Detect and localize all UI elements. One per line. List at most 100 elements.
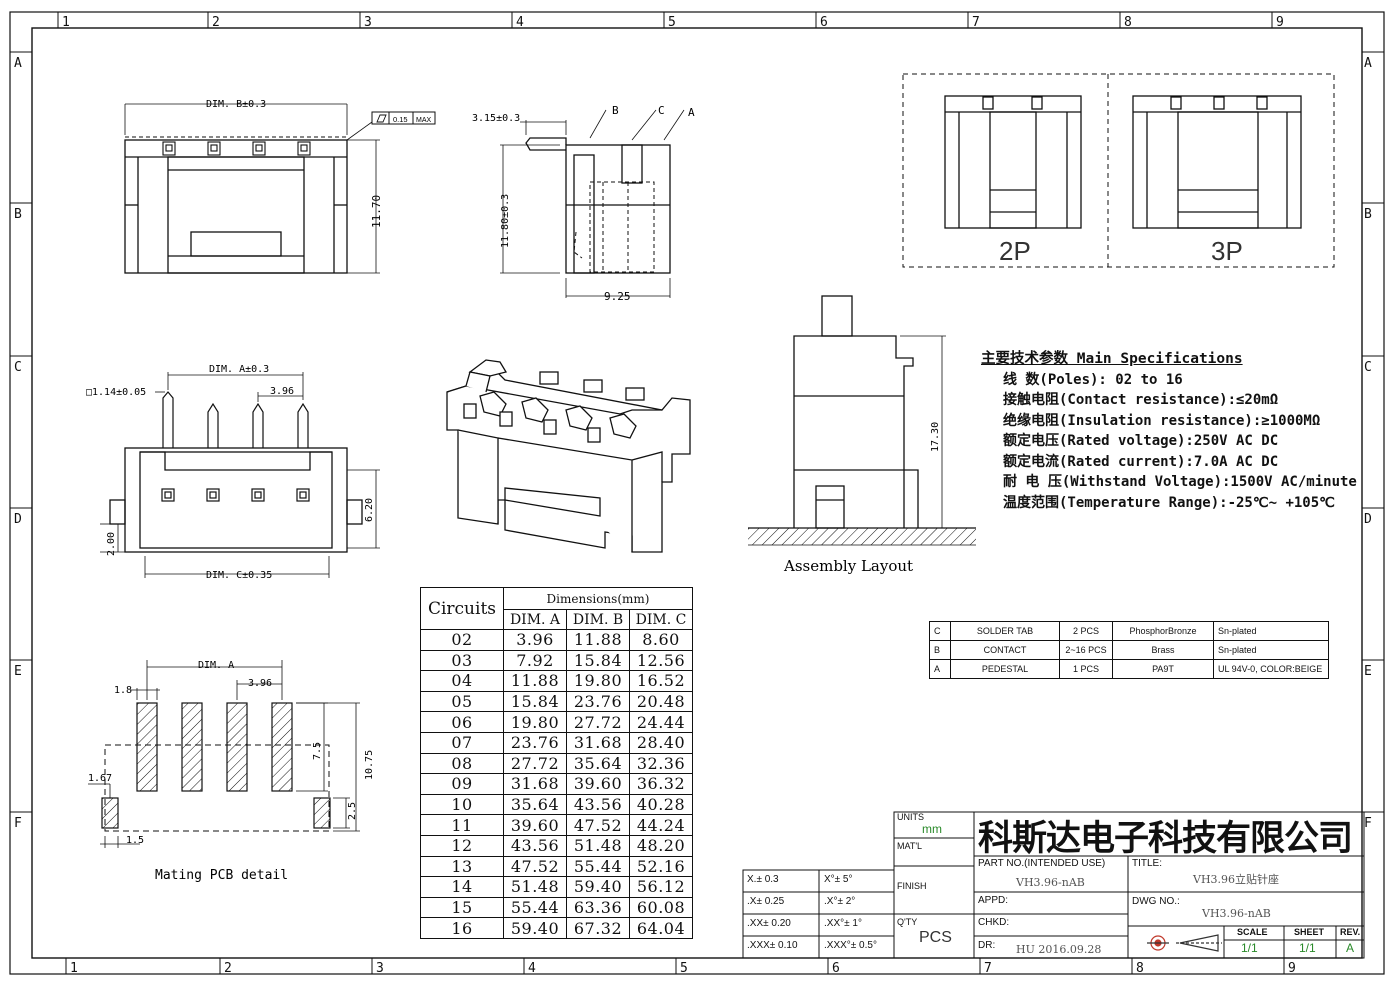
pcb-pitch: 3.96 (248, 678, 272, 689)
frame-top-number: 1 (62, 15, 70, 30)
spec-item: 额定电流(Rated current):7.0A AC DC (1003, 453, 1279, 470)
drawn-value: HU 2016.09.28 (1016, 943, 1102, 956)
frame-side-letter: D (14, 512, 22, 527)
circuit-count: 16 (420, 917, 504, 939)
bom-cell: PA9T (1112, 659, 1214, 679)
dim-value: 35.64 (566, 752, 630, 775)
flatness-value: 0.15 (393, 115, 408, 124)
bom-cell: Sn-plated (1213, 621, 1329, 641)
front-dim-a: DIM. A±0.3 (209, 364, 269, 375)
pcb-h1: 7.5 (312, 742, 323, 760)
tolerance-value: .X°± 2° (824, 896, 856, 907)
bom-cell: PhosphorBronze (1112, 621, 1214, 641)
frame-top-number: 5 (668, 15, 676, 30)
dim-value: 63.36 (566, 896, 630, 919)
rev-label: REV. (1340, 927, 1361, 937)
dim-value: 19.80 (503, 711, 567, 733)
dim-value: 32.36 (629, 752, 693, 775)
dim-value: 31.68 (566, 731, 630, 754)
part-no-label: PART NO.(INTENDED USE) (978, 858, 1106, 869)
frame-side-letter: C (14, 360, 22, 375)
bom-cell: CONTACT (950, 640, 1060, 660)
frame-bottom-number: 6 (832, 961, 840, 976)
dim-value: 11.88 (503, 670, 567, 692)
bom-cell: 2 PCS (1059, 621, 1113, 641)
title-value: VH3.96立贴针座 (1193, 873, 1280, 886)
dim-value: 59.40 (503, 917, 567, 939)
frame-bottom-number: 2 (224, 961, 232, 976)
spec-item: 接触电阻(Contact resistance):≤20mΩ (1003, 392, 1279, 408)
dim-value: 19.80 (566, 670, 630, 692)
tolerance-value: .XX°± 1° (824, 918, 862, 929)
dim-value: 28.40 (629, 731, 693, 754)
sheet-label: SHEET (1294, 927, 1325, 937)
frame-side-letter: C (1364, 360, 1372, 375)
dim-column-header: DIM. B (566, 609, 630, 630)
frame-top-number: 3 (364, 15, 372, 30)
front-view (100, 372, 380, 578)
frame-bottom-number: 5 (680, 961, 688, 976)
rev-value: A (1346, 941, 1355, 955)
dim-value: 27.72 (503, 752, 567, 775)
front-pitch: 3.96 (270, 386, 294, 397)
dim-value: 52.16 (629, 855, 693, 878)
units-value: mm (922, 822, 942, 836)
assembly-height: 17.30 (930, 422, 941, 452)
callout-b: B (612, 104, 619, 117)
dim-value: 55.44 (566, 855, 630, 878)
frame-side-letter: B (14, 207, 22, 222)
spec-item: 额定电压(Rated voltage):250V AC DC (1003, 433, 1279, 449)
title-label: TITLE: (1132, 858, 1163, 869)
dim-value: 7.92 (503, 649, 567, 672)
sheet-frame (9, 11, 1385, 975)
dim-value: 3.96 (503, 629, 567, 651)
circuit-count: 10 (420, 793, 504, 816)
dim-value: 31.68 (503, 773, 567, 795)
part-no-value: VH3.96-nAB (1016, 876, 1085, 889)
circuit-count: 02 (420, 629, 504, 651)
dim-column-header: DIM. C (629, 609, 693, 630)
spec-item: 耐 电 压(Withstand Voltage):1500V AC/minute (1003, 474, 1357, 490)
bom-cell: SOLDER TAB (950, 621, 1060, 641)
circuit-count: 06 (420, 711, 504, 733)
dim-value: 24.44 (629, 711, 693, 733)
frame-side-letter: B (1364, 207, 1372, 222)
front-depth: 6.20 (364, 498, 375, 522)
variant-2p-label: 2P (999, 236, 1031, 266)
tolerance-value: .XXX°± 0.5° (824, 940, 877, 951)
circuit-count: 12 (420, 834, 504, 857)
frame-top-number: 4 (516, 15, 524, 30)
callout-a: A (688, 106, 695, 119)
front-dim-c: DIM. C±0.35 (206, 570, 272, 581)
variant-box (902, 73, 1335, 268)
sheet-value: 1/1 (1299, 941, 1316, 955)
dim-value: 64.04 (629, 917, 693, 939)
dim-value: 23.76 (503, 731, 567, 754)
circuit-count: 09 (420, 773, 504, 795)
assembly-view (748, 295, 976, 546)
pcb-pad-width: 1.8 (114, 685, 132, 696)
flatness-max: MAX (416, 117, 432, 124)
frame-top-number: 7 (972, 15, 980, 30)
pcb-tab-height: 2.5 (347, 802, 358, 820)
frame-top-number: 6 (820, 15, 828, 30)
frame-side-letter: F (1364, 816, 1372, 831)
bom-cell: PEDESTAL (950, 659, 1060, 679)
tolerance-value: X°± 5° (824, 874, 853, 885)
circuit-count: 15 (420, 896, 504, 919)
circuits-header: Circuits (420, 587, 504, 630)
dim-value: 55.44 (503, 896, 567, 919)
dwg-no-label: DWG NO.: (1132, 896, 1180, 907)
bom-cell: A (929, 659, 951, 679)
